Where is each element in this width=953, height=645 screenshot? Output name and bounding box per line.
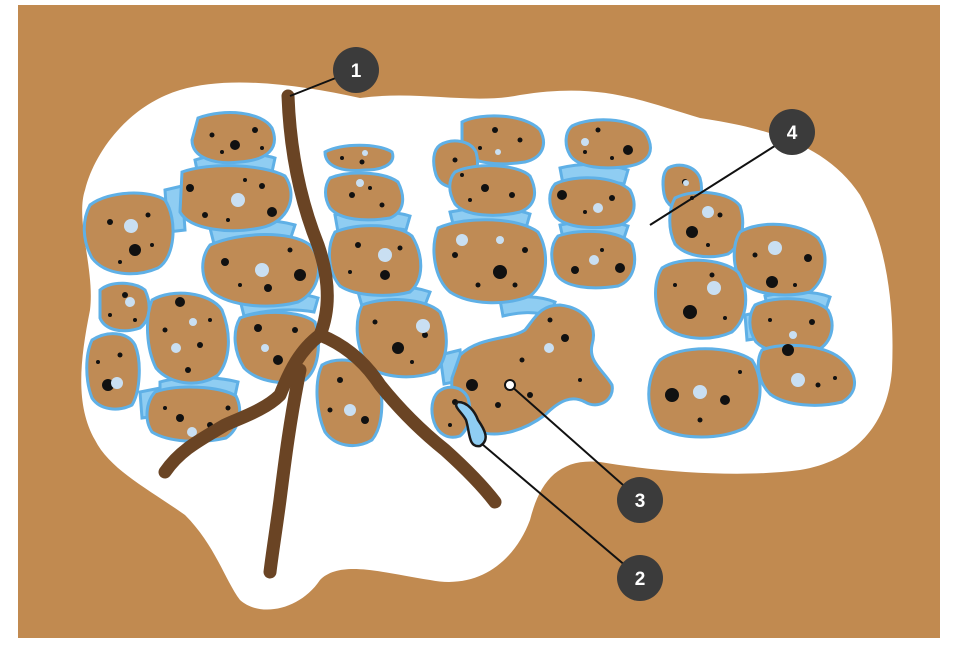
callout-1-label: 1: [351, 61, 362, 82]
aggregate: [100, 283, 149, 331]
aggregate: [87, 334, 140, 409]
callout-1: 1: [333, 47, 379, 93]
aggregate: [329, 226, 420, 296]
aggregate: [670, 192, 743, 256]
callout-3: 3: [617, 477, 663, 523]
aggregate: [84, 193, 173, 274]
aggregate: [434, 220, 546, 303]
aggregate: [566, 120, 650, 168]
callout-2: 2: [617, 555, 663, 601]
callout-4: 4: [769, 109, 815, 155]
aggregate: [326, 173, 403, 220]
callout-4-label: 4: [787, 123, 798, 144]
callout-2-label: 2: [635, 569, 646, 590]
aggregate: [550, 178, 634, 228]
aggregate: [450, 166, 535, 216]
aggregate: [325, 145, 393, 170]
pore-marker: [505, 380, 515, 390]
aggregate: [656, 260, 746, 338]
callout-3-label: 3: [635, 491, 646, 512]
aggregate: [192, 113, 274, 163]
